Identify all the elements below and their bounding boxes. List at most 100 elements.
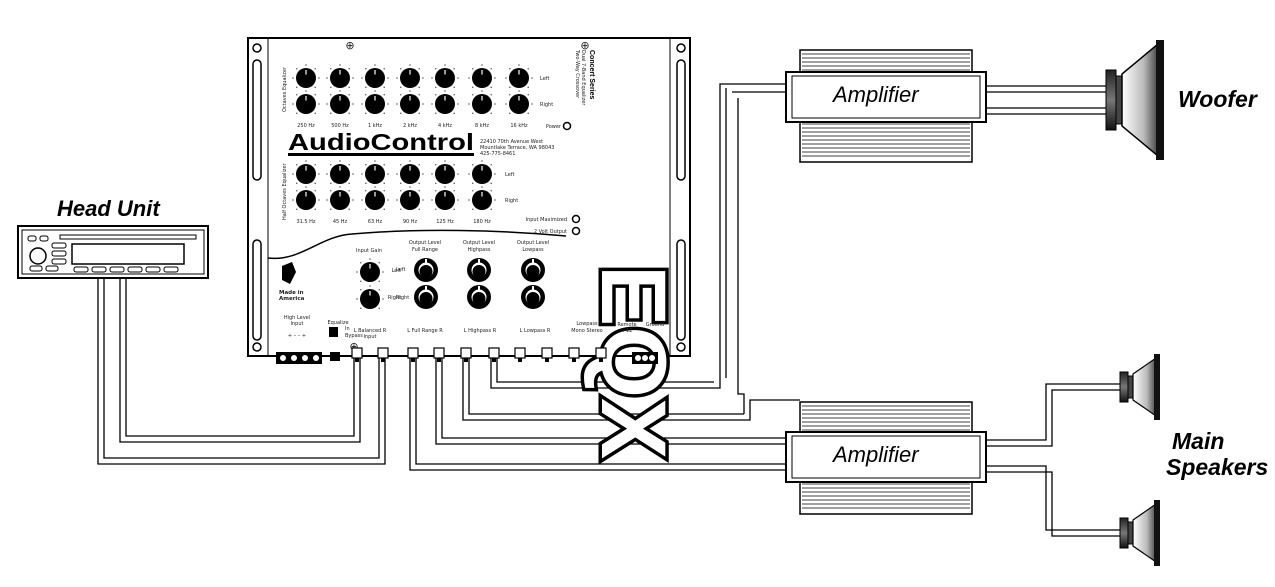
full-range-jack-label: L Full Range R (407, 328, 443, 334)
svg-text:Made in: Made in (279, 290, 304, 296)
output-highpass-label-2: Highpass (468, 247, 491, 253)
half-octave-knob-right-0 (292, 186, 320, 210)
high-level-input-label-2: Input (291, 321, 304, 327)
octave-frequency-label: 16 kHz (510, 123, 528, 129)
output-left-label: Left (392, 268, 401, 274)
rca-jack (377, 347, 389, 362)
cables (97, 83, 1122, 537)
octave-right-label: Right (540, 102, 553, 108)
lowpass-jack-label: L Lowpass R (520, 328, 551, 334)
half-octave-frequency-label: 63 Hz (368, 219, 383, 225)
main-speakers-label-line1: Main (1172, 428, 1225, 454)
input-maximized-led (571, 214, 581, 224)
half-octave-knob-left-5 (468, 160, 496, 184)
address-line-2: Mountlake Terrace, WA 98043 (480, 145, 554, 151)
octave-knob-left-5 (468, 64, 496, 88)
input-gain-label: Input Gain (356, 248, 382, 254)
input-gain-knob-right (356, 285, 384, 309)
octave-frequency-label: 500 Hz (331, 123, 349, 129)
power-terminals (632, 352, 658, 364)
series-subtitle-1: Dual 7-Band Equalizer (580, 50, 586, 106)
octave-knob-right-4 (431, 90, 459, 114)
high-level-polarity-label: + – – + (288, 333, 306, 339)
cable-lowpass-left-b (496, 358, 714, 383)
output-level-knob-right-1 (467, 285, 491, 309)
power-label: Power (546, 124, 562, 130)
octaves-section-label: Octaves Equalizer (282, 66, 288, 112)
rca-jack (460, 347, 472, 362)
head-unit (17, 225, 209, 279)
half-octave-knob-left-2 (361, 160, 389, 184)
output-lowpass-label-1: Output Level (517, 240, 549, 246)
main-speaker-top (1119, 354, 1160, 420)
output-fullrange-label-1: Output Level (409, 240, 441, 246)
high-level-input-terminals (276, 352, 340, 364)
eq-bypass-switch (329, 327, 338, 337)
rca-jack (407, 347, 419, 362)
amplifier-top (785, 49, 987, 163)
octave-frequency-label: 4 kHz (438, 123, 452, 129)
octave-knob-right-5 (468, 90, 496, 114)
octave-knob-left-6 (505, 64, 533, 88)
output-level-knobs (414, 258, 545, 309)
panel-swoosh (267, 229, 567, 260)
half-octave-frequency-label: 45 Hz (333, 219, 348, 225)
half-octave-knob-right-2 (361, 186, 389, 210)
octave-knob-right-6 (505, 90, 533, 114)
cable-headunit-left-b (103, 278, 380, 459)
svg-text:⊕: ⊕ (345, 39, 354, 52)
rca-jack (595, 347, 607, 362)
svg-text:America: America (279, 296, 305, 302)
output-level-knob-right-2 (521, 285, 545, 309)
input-maximized-label: Input Maximized (526, 217, 567, 223)
octave-knob-left-0 (292, 64, 320, 88)
cable-headunit-right-b (125, 278, 355, 437)
cable-lowpass-right-c (737, 98, 745, 414)
cable-highpass-left-b (468, 358, 744, 415)
main-speakers-label-line2: Speakers (1166, 454, 1269, 480)
cable-headunit-right (119, 278, 361, 443)
two-volt-output-led (571, 226, 581, 236)
output-level-knob-left-0 (414, 258, 438, 282)
input-gain-knob-left (356, 258, 384, 282)
eq-bypass-label-1: Equalize (327, 320, 348, 326)
output-lowpass-label-2: Lowpass (522, 247, 544, 253)
rca-jack (568, 347, 580, 362)
amplifier-bottom-label: Amplifier (833, 442, 919, 467)
half-octave-frequency-label: 180 Hz (473, 219, 491, 225)
half-octaves-section-label: Half Octaves Equalizer (282, 162, 288, 220)
cable-lowpass-left (490, 83, 800, 389)
rca-jacks (351, 347, 607, 362)
cable-fullrange-right (435, 358, 800, 445)
half-left-label: Left (505, 172, 514, 178)
power-led (562, 121, 572, 131)
eqx-unit: ⊕ ⊕ ⊕ Octaves Equalizer Left Right 250 H… (247, 37, 691, 463)
half-octave-knob-left-1 (326, 160, 354, 184)
made-in-america-logo: Made in America (279, 262, 305, 302)
octave-frequency-label: 250 Hz (297, 123, 315, 129)
rca-jack (351, 347, 363, 362)
high-level-input-label-1: High Level (284, 315, 310, 321)
output-right-label: Right (388, 295, 401, 301)
cable-amp-main-1 (972, 383, 1122, 441)
octave-knob-right-3 (396, 90, 424, 114)
lowpass-mono-label-2: Mono Stereo (571, 328, 602, 334)
octave-left-label: Left (540, 76, 549, 82)
output-level-knob-left-2 (521, 258, 545, 282)
ground-label: Ground (646, 322, 664, 328)
octave-frequency-label: 2 kHz (403, 123, 417, 129)
octave-knob-left-4 (431, 64, 459, 88)
half-octave-eq-knobs (292, 160, 496, 210)
eq-bypass-label-3: Bypass (345, 333, 363, 339)
amplifier-bottom (785, 401, 987, 515)
address-line-3: 425-775-8461 (480, 151, 515, 157)
input-gain-knobs (356, 258, 384, 309)
octave-frequency-label: 8 kHz (475, 123, 489, 129)
remote-voltage-label: +12 (622, 328, 633, 334)
heatsink-fins-top (802, 53, 970, 157)
rca-jack (433, 347, 445, 362)
octave-knob-right-0 (292, 90, 320, 114)
